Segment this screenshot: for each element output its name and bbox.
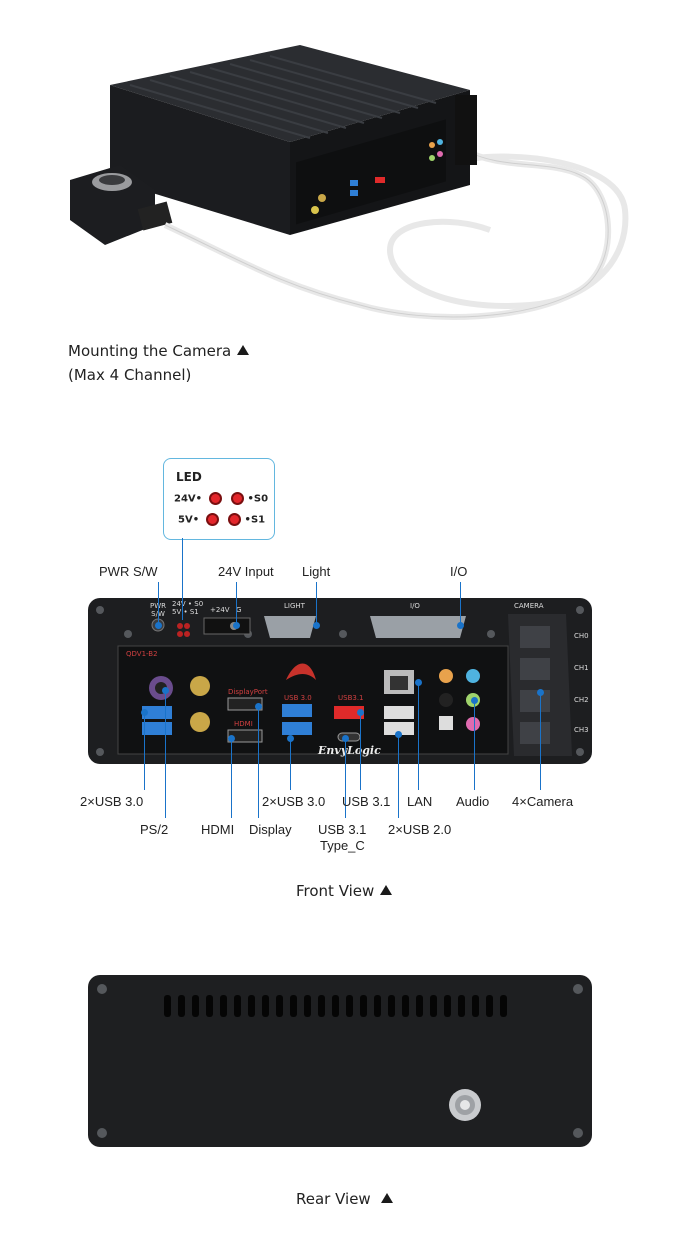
leader-line-usb20	[398, 734, 399, 818]
leader-line-audio	[474, 700, 475, 790]
leader-line-usb31	[360, 712, 361, 790]
panel-label-displayport: DisplayPort	[228, 688, 268, 696]
leader-dot-io	[457, 622, 464, 629]
led-label-s0: S0	[253, 493, 269, 505]
panel-label-ch3: CH3	[574, 726, 589, 734]
triangle-up-icon	[237, 345, 250, 355]
panel-label-led: 24V • S0 5V • S1	[172, 600, 204, 616]
callout-usb31: USB 3.1	[342, 794, 391, 809]
panel-label-io: I/O	[410, 602, 420, 610]
callout-4-camera: 4×Camera	[512, 794, 574, 809]
leader-dot-usb31	[357, 709, 364, 716]
led-row-2: 5V• •S1	[178, 513, 266, 526]
leader-line-usb30-left	[144, 712, 145, 790]
led-label-s1: S1	[250, 514, 266, 526]
leader-line-pwr	[158, 582, 159, 625]
triangle-up-icon	[380, 1193, 393, 1203]
leader-dot-light	[313, 622, 320, 629]
callout-usb31-type-c-line1: USB 3.1	[318, 822, 367, 837]
mounting-caption-line2: (Max 4 Channel)	[68, 366, 192, 384]
leader-line-light	[316, 582, 317, 625]
panel-label-g: G	[236, 606, 242, 614]
leader-line-usb31c	[345, 738, 346, 818]
triangle-up-icon	[380, 885, 393, 895]
callout-usb30-left: 2×USB 3.0	[80, 794, 144, 809]
front-panel: PWR S/W 24V • S0 5V • S1 +24V G LIGHT I/…	[88, 598, 592, 764]
callout-ps2: PS/2	[140, 822, 169, 837]
front-view-caption-text: Front View	[296, 882, 375, 900]
led-label-5v: 5V	[178, 514, 193, 526]
leader-line-display	[258, 706, 259, 818]
led-s0-indicator	[231, 492, 245, 505]
leader-line-lan	[418, 682, 419, 790]
panel-label-model: QDV1-B2	[126, 650, 158, 658]
panel-label-24v: +24V	[210, 606, 230, 614]
panel-label-ch2: CH2	[574, 696, 589, 704]
callout-24v-input: 24V Input	[218, 564, 274, 579]
leader-dot-camera	[537, 689, 544, 696]
panel-label-ch1: CH1	[574, 664, 589, 672]
leader-line-ps2	[165, 690, 166, 818]
panel-brand-logo: EnvyLogic	[318, 744, 381, 757]
led-24v-indicator	[208, 492, 222, 505]
leader-dot-display	[255, 703, 262, 710]
led-legend-title: LED	[176, 470, 202, 484]
callout-pwr-switch: PWR S/W	[99, 564, 158, 579]
panel-label-usb30: USB 3.0	[284, 694, 312, 702]
led-s1-indicator	[228, 513, 242, 526]
leader-dot-pwr	[155, 622, 162, 629]
callout-display: Display	[249, 822, 292, 837]
led-row-1: 24V• •S0	[174, 492, 269, 505]
leader-dot-ps2	[162, 687, 169, 694]
callout-usb20: 2×USB 2.0	[388, 822, 452, 837]
led-label-24v: 24V	[174, 493, 196, 505]
panel-label-usb31: USB3.1	[338, 694, 364, 702]
callout-lan: LAN	[407, 794, 433, 809]
leader-line-24v	[236, 582, 237, 625]
leader-dot-usb31c	[342, 735, 349, 742]
leader-dot-24v	[233, 622, 240, 629]
callout-usb31-type-c-line2: Type_C	[320, 838, 365, 853]
leader-line-hdmi	[231, 738, 232, 818]
panel-label-light: LIGHT	[284, 602, 305, 610]
mounting-caption: Mounting the Camera	[68, 342, 250, 360]
rear-panel	[88, 975, 592, 1147]
leader-dot-usb30-mid	[287, 735, 294, 742]
leader-dot-audio	[471, 697, 478, 704]
callout-light: Light	[302, 564, 331, 579]
leader-line-camera	[540, 692, 541, 790]
mounting-caption-line1: Mounting the Camera	[68, 342, 232, 360]
leader-line-usb30-mid	[290, 738, 291, 790]
leader-dot-lan	[415, 679, 422, 686]
callout-usb30-mid: 2×USB 3.0	[262, 794, 326, 809]
rear-view-caption: Rear View	[296, 1190, 393, 1208]
leader-line-led	[182, 538, 183, 620]
leader-dot-hdmi	[228, 735, 235, 742]
panel-label-hdmi: HDMI	[234, 720, 253, 728]
callout-hdmi: HDMI	[201, 822, 235, 837]
leader-line-io	[460, 582, 461, 625]
panel-label-camera: CAMERA	[514, 602, 544, 610]
product-photo	[60, 30, 660, 350]
callout-audio: Audio	[456, 794, 490, 809]
leader-dot-usb30-left	[141, 709, 148, 716]
led-legend: LED 24V• •S0 5V• •S1	[163, 458, 275, 540]
leader-dot-usb20	[395, 731, 402, 738]
led-5v-indicator	[205, 513, 219, 526]
panel-label-ch0: CH0	[574, 632, 589, 640]
front-view-caption: Front View	[296, 882, 393, 900]
rear-view-caption-text: Rear View	[296, 1190, 371, 1208]
callout-io: I/O	[450, 564, 468, 579]
